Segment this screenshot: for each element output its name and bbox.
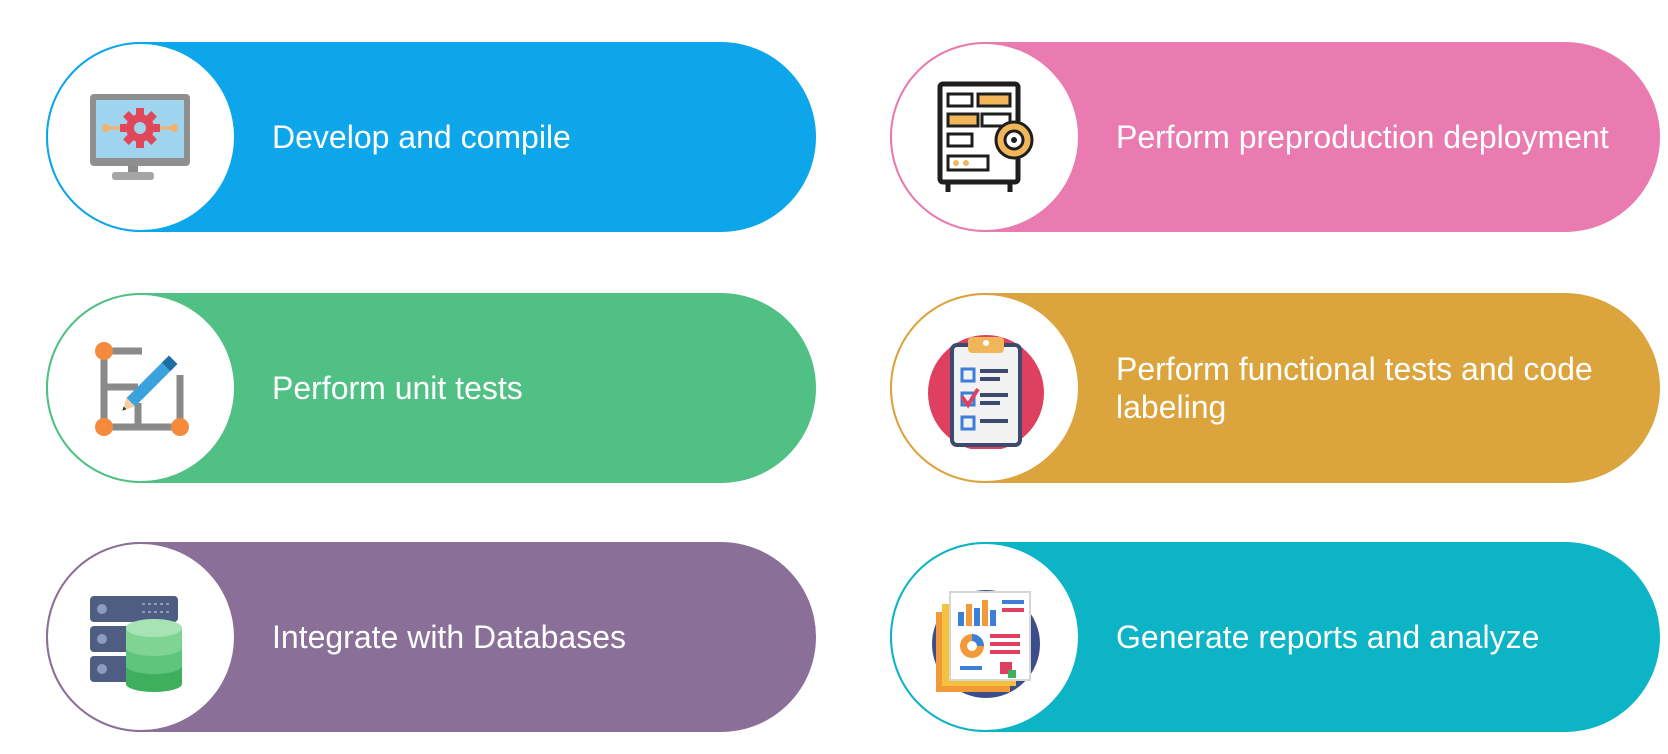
icon-circle xyxy=(46,293,236,483)
step-unit-tests: Perform unit tests xyxy=(46,293,816,483)
report-charts-icon xyxy=(932,590,1040,698)
icon-circle xyxy=(890,542,1080,732)
step-develop-compile: Develop and compile xyxy=(46,42,816,232)
icon-circle xyxy=(890,293,1080,483)
icon-circle xyxy=(890,42,1080,232)
icon-circle xyxy=(46,542,236,732)
step-label: Integrate with Databases xyxy=(272,619,626,655)
step-generate-reports: Generate reports and analyze xyxy=(890,542,1660,732)
step-functional-tests: Perform functional tests and code labeli… xyxy=(890,293,1660,483)
clipboard-checklist-icon xyxy=(928,335,1044,449)
step-integrate-databases: Integrate with Databases xyxy=(46,542,816,732)
server-rack-gear-icon xyxy=(937,81,1034,192)
icon-circle xyxy=(46,42,236,232)
pencil-drawing-icon xyxy=(95,342,189,436)
monitor-gear-icon xyxy=(90,94,190,180)
step-label: Perform functional tests and code labeli… xyxy=(1116,351,1593,425)
step-label: Perform unit tests xyxy=(272,370,523,406)
step-preproduction-deployment: Perform preproduction deployment xyxy=(890,42,1660,232)
step-label: Perform preproduction deployment xyxy=(1116,119,1609,155)
step-label: Generate reports and analyze xyxy=(1116,619,1540,655)
step-label: Develop and compile xyxy=(272,119,571,155)
database-server-icon xyxy=(90,596,182,692)
